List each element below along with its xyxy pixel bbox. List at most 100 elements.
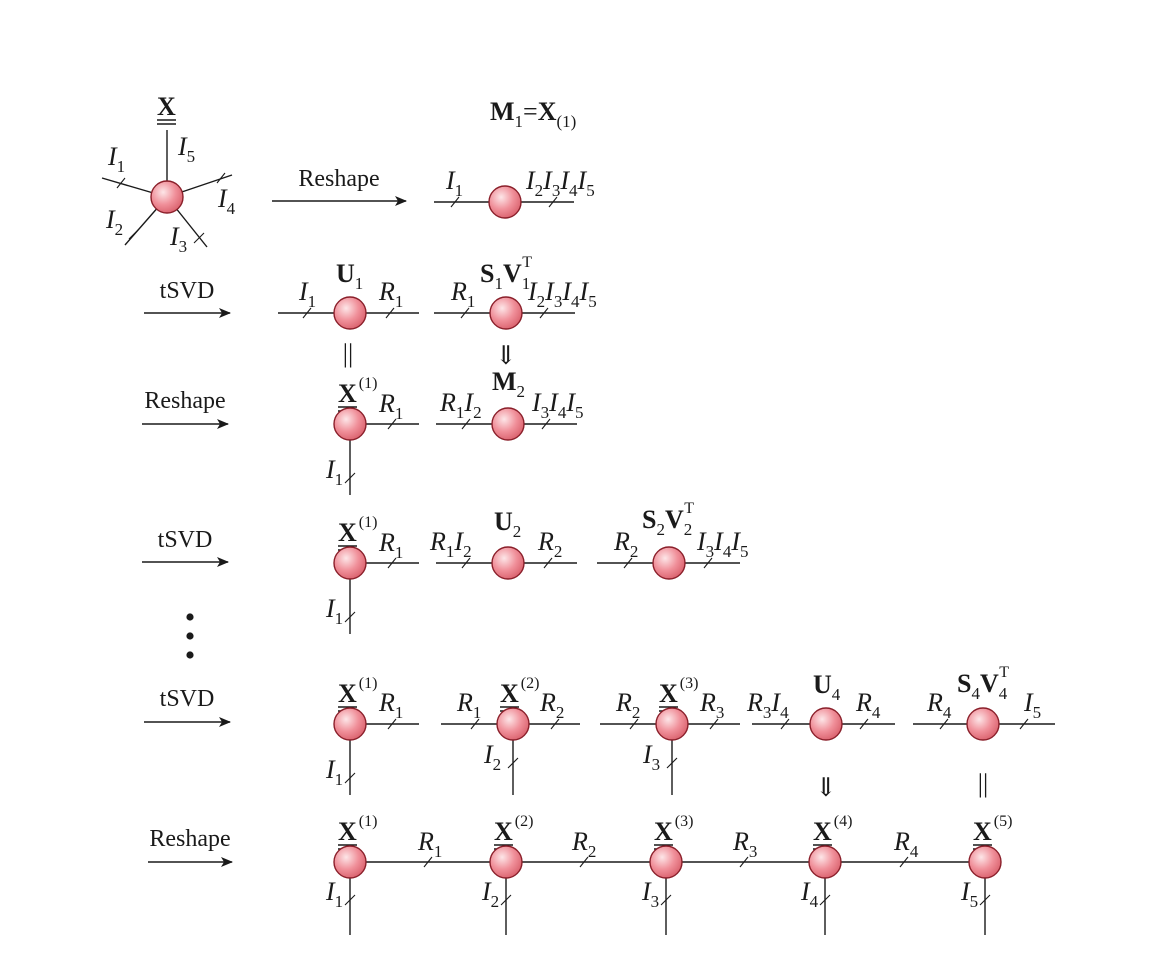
index-label: I1: [325, 455, 343, 489]
tensor-node-U4: [809, 707, 843, 741]
label-part: I: [325, 594, 336, 623]
label-part: 4: [832, 685, 841, 704]
label-part: 1: [395, 703, 404, 722]
label-part: V: [980, 669, 999, 698]
edge-tick: [344, 772, 356, 784]
label-part: I: [107, 142, 118, 171]
index-label: I3: [641, 877, 659, 911]
index-label: I3: [642, 740, 660, 774]
label-part: 3: [651, 892, 660, 911]
edge-tick: [461, 557, 471, 569]
label-part: R: [613, 527, 630, 556]
edge-tick: [116, 177, 126, 189]
rank-label: R3: [732, 827, 757, 861]
edge-tick: [703, 557, 713, 569]
label-part: I: [559, 166, 570, 195]
core-label: X(2): [500, 675, 539, 708]
label-part: 4: [999, 684, 1008, 703]
edge-tick: [666, 757, 678, 769]
step-label: tSVD: [160, 686, 215, 712]
edge-tick: [450, 196, 460, 208]
label-part: S: [480, 259, 494, 288]
tensor-node-U1: [333, 296, 367, 330]
index-group-label: I3I4I5: [696, 527, 749, 561]
label-part: T: [684, 500, 694, 517]
label-part: 2: [517, 382, 526, 401]
index-group-label: I2I3I4I5: [525, 166, 595, 200]
label-part: 3: [763, 703, 772, 722]
label-part: R: [378, 528, 395, 557]
U1-label: U1: [336, 259, 363, 293]
tensor-node-X1-r4: [333, 707, 367, 741]
label-part: I: [565, 388, 576, 417]
label-part: 1: [395, 292, 404, 311]
label-part: X: [659, 679, 678, 708]
M2-label: M2: [492, 367, 525, 401]
label-part: 3: [706, 542, 715, 561]
label-part: 1: [434, 842, 443, 861]
edge-tick: [387, 718, 397, 730]
train-core-label: X(3): [654, 813, 693, 846]
label-part: S: [957, 669, 971, 698]
matrix-M1-label: M1=X(1): [490, 97, 576, 131]
label-part: I: [579, 277, 590, 306]
index-group-label: R3I4: [746, 688, 789, 722]
label-part: (2): [515, 813, 534, 830]
tensor-node-X1-core: [333, 407, 367, 441]
step-label: Reshape: [298, 166, 379, 192]
label-part: X: [973, 817, 992, 846]
label-part: 5: [588, 292, 597, 311]
index-label: I2: [483, 740, 501, 774]
label-part: I: [770, 688, 781, 717]
edge-tick: [629, 718, 639, 730]
label-part: 4: [943, 703, 952, 722]
label-part: 2: [535, 181, 544, 200]
label-part: 5: [1033, 703, 1042, 722]
label-part: 2: [513, 522, 522, 541]
label-part: 4: [872, 703, 881, 722]
label-part: 5: [575, 403, 584, 422]
down-arrow: ⇓: [815, 773, 837, 802]
index-label: I1: [325, 877, 343, 911]
label-part: 2: [554, 542, 563, 561]
rank-label: R1: [378, 688, 403, 722]
label-part: R: [926, 688, 943, 717]
label-part: 3: [652, 755, 661, 774]
edge-tick: [507, 757, 519, 769]
label-part: I: [481, 877, 492, 906]
index-label: I2: [481, 877, 499, 911]
label-part: 1: [308, 292, 317, 311]
rank-label: R1: [456, 688, 481, 722]
index-label: I4: [217, 184, 236, 218]
tensor-node-S2V2T: [652, 546, 686, 580]
label-part: 2: [656, 520, 665, 539]
label-part: R: [439, 388, 456, 417]
rank-label: R4: [926, 688, 952, 722]
down-arrow: ⇓: [495, 341, 517, 370]
index-group-label: I2I3I4I5: [527, 277, 597, 311]
label-part: (2): [521, 675, 540, 692]
label-part: 5: [187, 147, 196, 166]
tensor-node-X: [150, 180, 184, 214]
core-label: X(1): [338, 675, 377, 708]
label-part: 2: [463, 542, 472, 561]
edge-tick: [344, 472, 356, 484]
label-part: U: [494, 507, 513, 536]
label-part: R: [539, 688, 556, 717]
label-part: 2: [537, 292, 546, 311]
label-part: T: [522, 254, 532, 271]
label-part: I: [105, 205, 116, 234]
label-part: X: [338, 379, 357, 408]
tensor-node-X2-train: [489, 845, 523, 879]
rank-label: R3: [699, 688, 724, 722]
index-label: I1: [298, 277, 316, 311]
label-part: X: [500, 679, 519, 708]
label-part: 4: [558, 403, 567, 422]
label-part: 2: [473, 403, 482, 422]
label-part: I: [641, 877, 652, 906]
label-part: I: [298, 277, 309, 306]
edge-tick: [460, 307, 470, 319]
label-part: R: [746, 688, 763, 717]
index-group-label: R1I2: [439, 388, 482, 422]
label-part: I: [800, 877, 811, 906]
